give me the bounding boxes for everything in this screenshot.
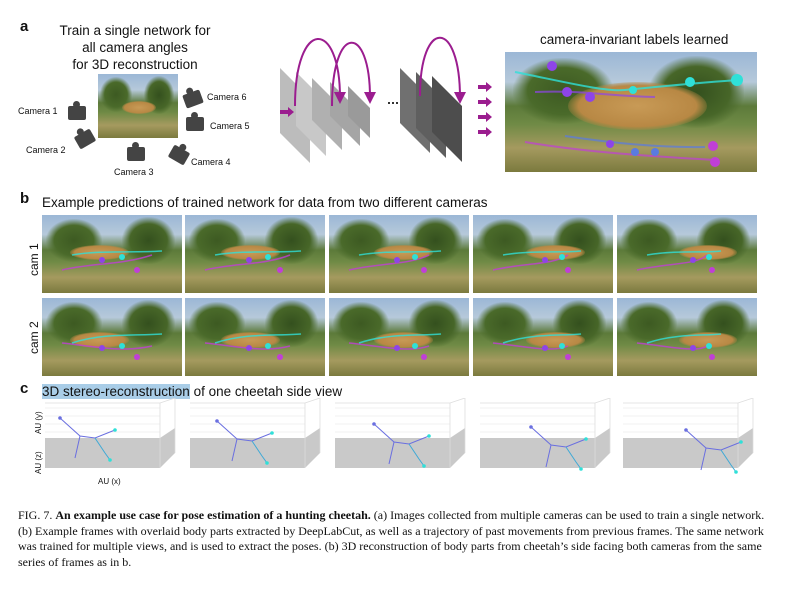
row-label-cam2: cam 2 xyxy=(27,321,41,354)
panel-a-title-line2: all camera angles xyxy=(82,40,188,55)
frame-cam1-5 xyxy=(617,215,757,293)
panel-c-title-rest: of one cheetah side view xyxy=(189,384,343,399)
panel-c-title-highlight: 3D stereo-reconstruction xyxy=(42,384,190,399)
panel-c-title: 3D stereo-reconstruction of one cheetah … xyxy=(42,384,342,399)
row-label-cam1: cam 1 xyxy=(27,243,41,276)
panel-a-training-photo xyxy=(98,74,178,138)
panel-a-letter: a xyxy=(20,18,29,35)
skip-connection-arrows xyxy=(294,36,466,107)
panel-a-title: Train a single network for all camera an… xyxy=(30,22,240,73)
axis-x-label: AU (x) xyxy=(98,477,121,486)
panel-a-title-line1: Train a single network for xyxy=(59,23,211,38)
camera-1-icon xyxy=(68,101,86,120)
input-arrows xyxy=(280,107,294,117)
figure-caption: FIG. 7. An example use case for pose est… xyxy=(18,508,766,570)
frame-cam2-5 xyxy=(617,298,757,376)
reconstruction-plot-1 xyxy=(45,398,176,468)
camera-6-icon xyxy=(182,89,204,109)
camera-2-icon xyxy=(73,128,97,150)
frame-cam2-4 xyxy=(473,298,613,376)
camera-invariant-title: camera-invariant labels learned xyxy=(540,32,729,47)
camera-4-label: Camera 4 xyxy=(191,157,231,167)
frame-cam2-1 xyxy=(42,298,182,376)
camera-3-icon xyxy=(127,142,145,161)
panel-b-letter: b xyxy=(20,190,30,207)
cheetah-figure xyxy=(122,100,156,114)
camera-5-label: Camera 5 xyxy=(210,121,250,131)
caption-bold-title: An example use case for pose estimation … xyxy=(55,508,371,522)
caption-label: FIG. 7. xyxy=(18,508,53,522)
camera-5-icon xyxy=(186,112,204,131)
reconstruction-plot-5 xyxy=(623,398,754,474)
caption-text: (a) Images collected from multiple camer… xyxy=(18,508,765,569)
frame-cam2-2 xyxy=(185,298,325,376)
panel-c-letter: c xyxy=(20,380,29,397)
camera-1-label: Camera 1 xyxy=(18,106,58,116)
frame-cam2-3 xyxy=(329,298,469,376)
frame-cam1-3 xyxy=(329,215,469,293)
panel-b-title: Example predictions of trained network f… xyxy=(42,195,488,210)
output-arrows xyxy=(478,82,492,137)
frame-cam1-1 xyxy=(42,215,182,293)
labeled-cheetah-image xyxy=(505,52,757,172)
camera-6-label: Camera 6 xyxy=(207,92,247,102)
network-diagram xyxy=(280,36,492,163)
frame-cam1-2 xyxy=(185,215,325,293)
camera-3-label: Camera 3 xyxy=(114,167,154,177)
camera-4-icon xyxy=(167,144,191,166)
keypoint-overlay xyxy=(514,61,743,167)
camera-2-label: Camera 2 xyxy=(26,145,66,155)
frame-cam1-4 xyxy=(473,215,613,293)
reconstruction-plot-3 xyxy=(335,398,466,468)
reconstruction-plot-2 xyxy=(190,398,321,468)
panel-a-title-line3: for 3D reconstruction xyxy=(72,57,198,72)
network-layers xyxy=(280,68,462,163)
reconstruction-plot-4 xyxy=(480,398,611,471)
